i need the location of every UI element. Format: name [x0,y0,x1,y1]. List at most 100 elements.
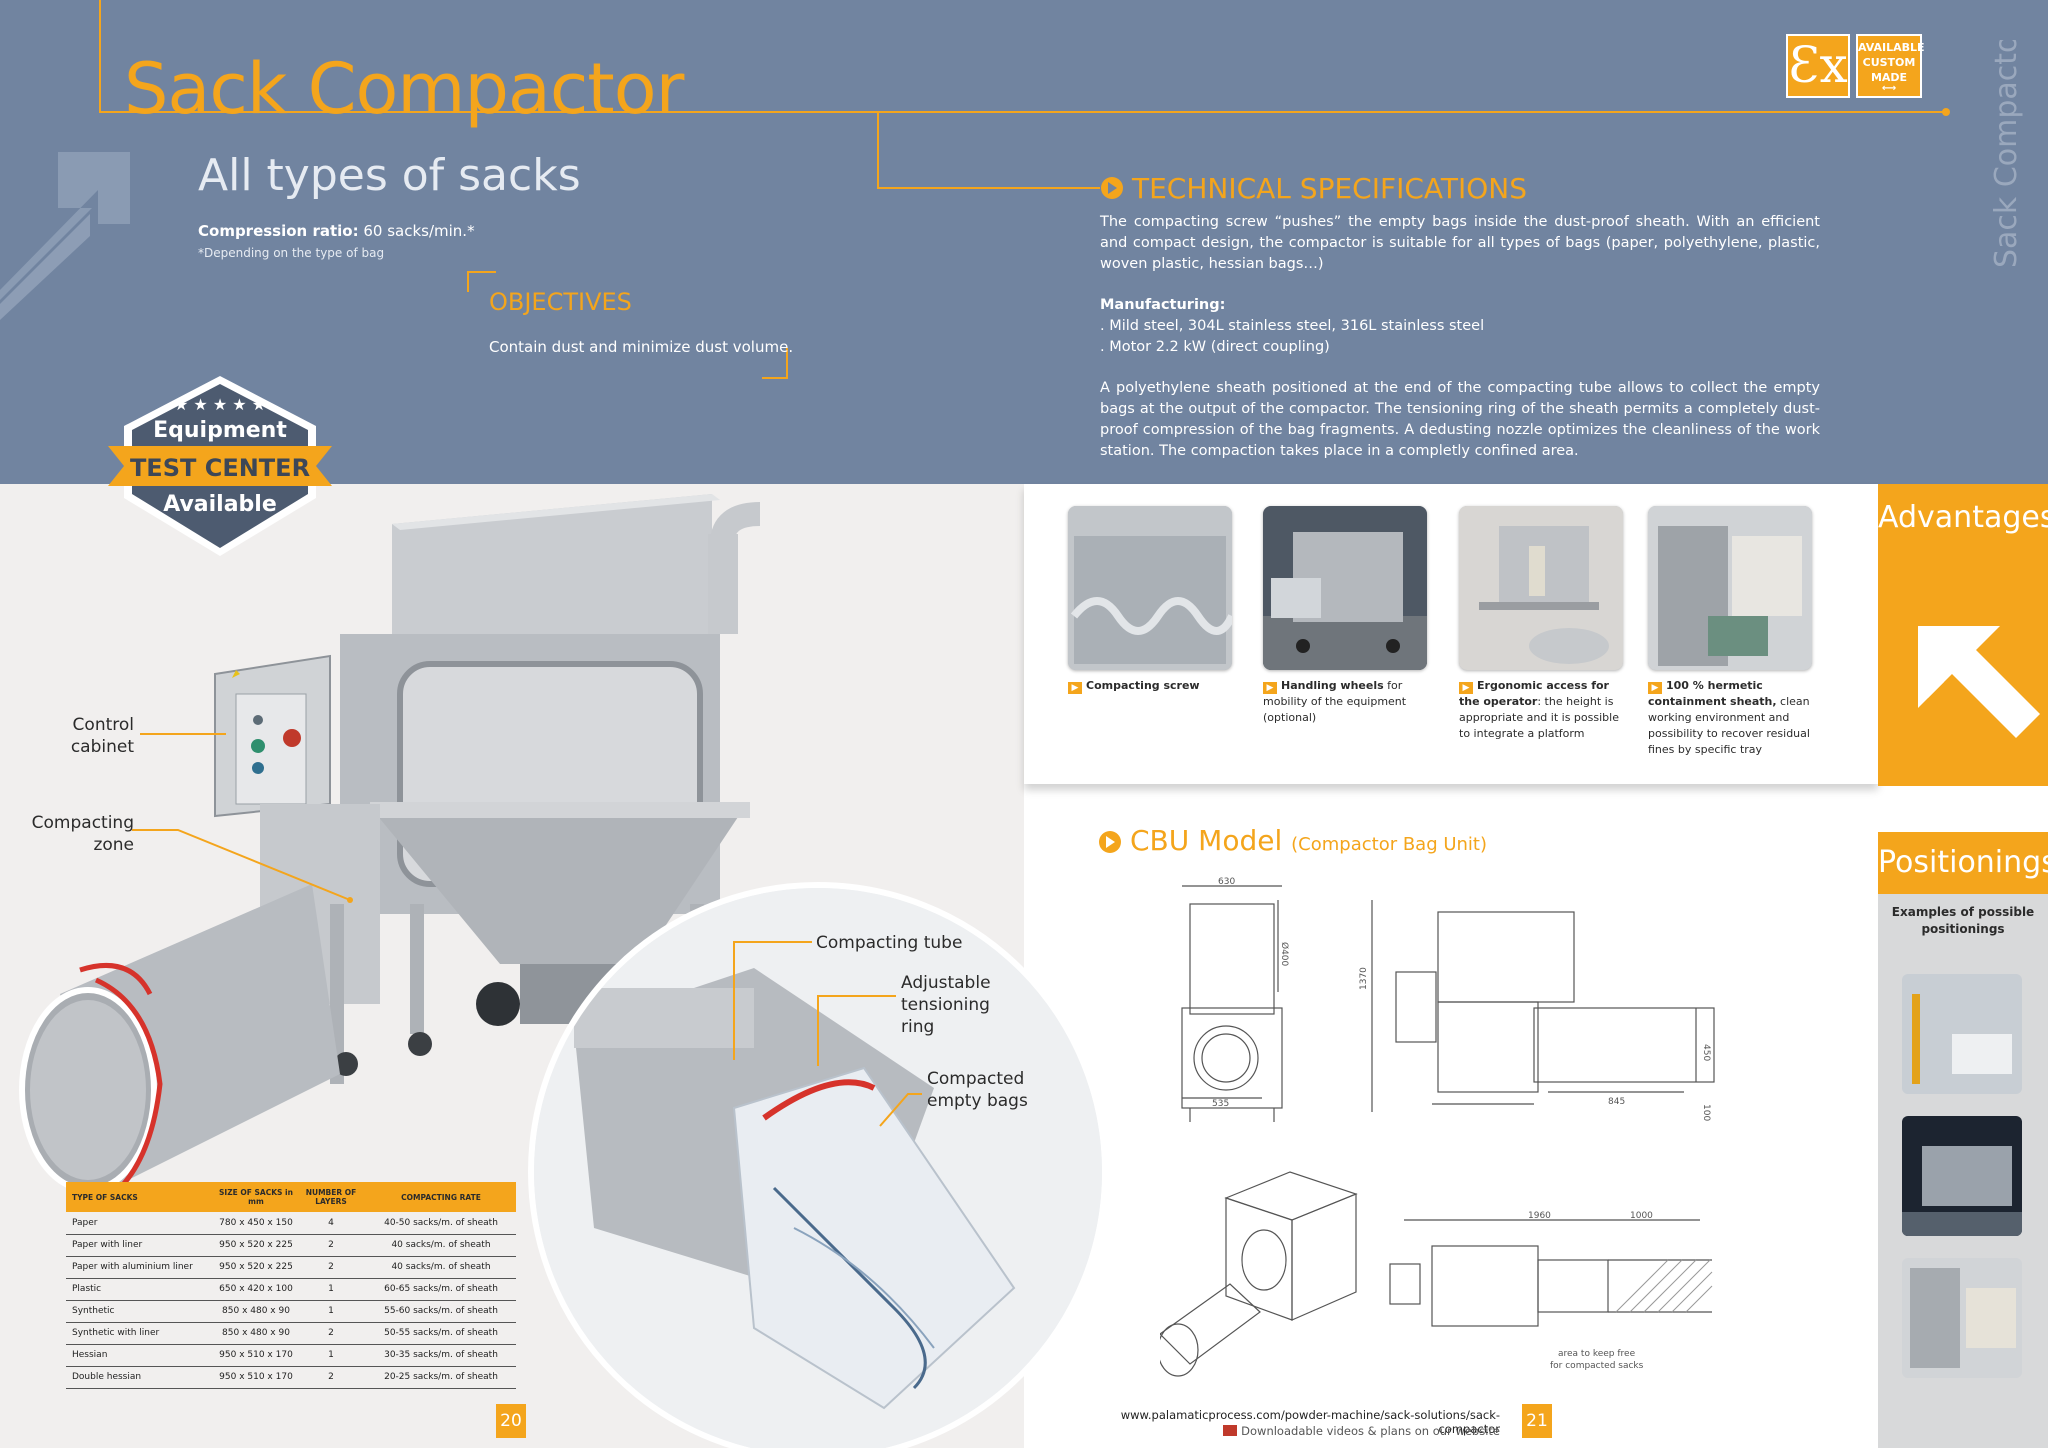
table-cell: Synthetic with liner [66,1322,216,1345]
table-cell: Synthetic [66,1300,216,1323]
table-cell: 60-65 sacks/m. of sheath [366,1278,516,1301]
play-bullet-icon [1099,831,1121,853]
adv-caption-sheath: ▶100 % hermetic containment sheath, clea… [1648,678,1818,758]
adv-thumb-wheels [1263,506,1427,670]
page-subtitle: All types of sacks [198,150,581,201]
callout-line: empty bags [927,1091,1028,1111]
callout-tensioning-ring: Adjustable tensioning ring [901,972,991,1038]
compression-value: 60 sacks/min.* [358,222,475,240]
page-number-right: 21 [1522,1404,1552,1438]
callout-control-cabinet: Control cabinet [56,714,134,758]
cbu-title: CBU Model (Compactor Bag Unit) [1130,824,1487,857]
ergonomic-access-image [1459,506,1623,670]
header-decor [0,0,1950,379]
table-cell: 950 x 510 x 170 [216,1366,296,1389]
adv-thumb-ergonomic [1459,506,1623,670]
objectives-title: OBJECTIVES [489,288,632,316]
custom-line: CUSTOM [1862,56,1916,69]
table-cell: 1 [296,1344,366,1367]
custom-made-badge: AVAILABLE CUSTOM MADE ⟷ [1856,34,1925,98]
dim-630: 630 [1218,877,1235,887]
custom-line: MADE [1870,71,1908,84]
table-header-row: TYPE OF SACKS SIZE OF SACKS in mm NUMBER… [66,1182,516,1212]
drawing-iso-view [1160,1171,1358,1377]
table-cell: 650 x 420 x 100 [216,1278,296,1301]
table-cell: 2 [296,1256,366,1279]
adv-caption-bold: Ergonomic access for the operator [1459,679,1609,708]
vertical-title: Sack Compactor [1989,40,2024,268]
footer-downloads: Downloadable videos & plans on our websi… [1080,1424,1500,1438]
adv-thumb-sheath [1648,506,1812,670]
dim-100: 100 [1701,1104,1711,1121]
adv-caption-text: for mobility of the equipment (optional) [1263,679,1407,724]
vertical-title-text: Sack Compactor [1989,40,2024,268]
tech-sheath-text: A polyethylene sheath positioned at the … [1100,380,1820,459]
manufacturing-item: . Motor 2.2 kW (direct coupling) [1100,339,1330,355]
table-cell: 850 x 480 x 90 [216,1300,296,1323]
callout-compacted-bags: Compacted empty bags [927,1068,1028,1112]
table-cell: 950 x 520 x 225 [216,1256,296,1279]
tech-spec-body: The compacting screw “pushes” the empty … [1100,212,1820,482]
machine-illustration [19,494,761,1207]
callout-line: zone [93,835,134,855]
col-header-type: TYPE OF SACKS [66,1182,216,1212]
table-cell: Double hessian [66,1366,216,1389]
table-cell: 2 [296,1234,366,1257]
positioning-thumb [1902,1116,2022,1236]
callout-line: Control [72,715,134,735]
callout-line: Adjustable [901,973,991,993]
tech-spec-title: TECHNICAL SPECIFICATIONS [1132,172,1527,205]
callout-line: Compacted [927,1069,1025,1089]
badge-line-equipment: Equipment [153,418,287,443]
table-cell: Paper with aluminium liner [66,1256,216,1279]
badge-line-test-center: TEST CENTER [130,454,310,482]
table-cell: Paper [66,1212,216,1235]
table-cell: 40-50 sacks/m. of sheath [366,1212,516,1235]
table-cell: Paper with liner [66,1234,216,1257]
callout-compacting-zone: Compacting zone [30,812,134,856]
cbu-technical-drawings: 630 Ø400 535 1370 845 450 100 [1160,877,1715,1377]
positioning-thumb [1902,1258,2022,1378]
table-cell: 850 x 480 x 90 [216,1322,296,1345]
table-cell: 1 [296,1278,366,1301]
cbu-title-main: CBU Model [1130,824,1283,857]
compression-label: Compression ratio: [198,222,359,240]
positioning-image [1902,1258,2022,1378]
col-header-layers: NUMBER OF LAYERS [296,1182,366,1212]
table-cell: 50-55 sacks/m. of sheath [366,1322,516,1345]
objectives-text: Contain dust and minimize dust volume. [489,338,794,356]
header-band [0,0,2048,484]
positionings-subtitle: Examples of possible positionings [1891,905,2035,936]
positioning-image [1902,974,2022,1094]
callout-line: cabinet [70,737,134,757]
dim-845: 845 [1608,1097,1625,1107]
footer-downloads-text: Downloadable videos & plans on our websi… [1241,1424,1500,1438]
arrow-bullet-icon: ▶ [1648,682,1662,694]
callout-line: ring [901,1017,935,1037]
table-cell: 40 sacks/m. of sheath [366,1256,516,1279]
adv-caption-bold: Compacting screw [1086,679,1200,692]
arrow-bullet-icon: ▶ [1263,682,1277,694]
tube-detail-inset [528,882,1108,1448]
dim-1000: 1000 [1630,1211,1653,1221]
badge-line-available: Available [163,492,277,517]
custom-line: AVAILABLE [1858,41,1925,54]
table-cell: 950 x 510 x 170 [216,1344,296,1367]
footer-url-link[interactable]: www.palamaticprocess.com/powder-machine/… [1120,1408,1500,1436]
test-center-badge: ★ ★ ★ ★ ★ Equipment TEST CENTER Availabl… [108,376,332,556]
table-cell: 40 sacks/m. of sheath [366,1234,516,1257]
cbu-title-sub: (Compactor Bag Unit) [1291,834,1488,855]
table-cell: 4 [296,1212,366,1235]
atex-badge: Ɛx [1786,34,1850,98]
handling-wheels-image [1263,506,1427,670]
page-number-left: 20 [496,1404,526,1438]
table-cell: 1 [296,1300,366,1323]
drawing-front-view [1181,885,1283,1122]
star-icons: ★ ★ ★ ★ ★ [174,395,266,414]
